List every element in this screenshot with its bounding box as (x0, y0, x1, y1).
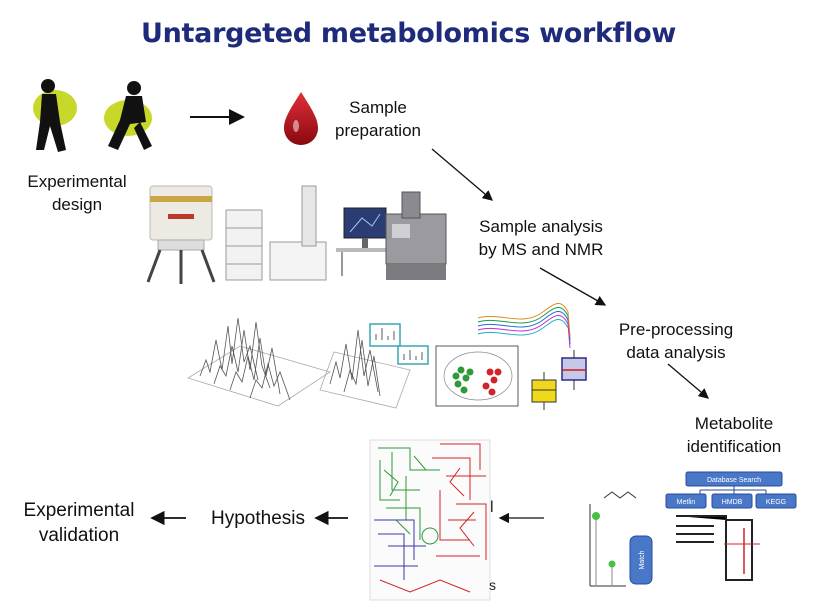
step-line: design (51, 195, 103, 214)
blood-drop-icon (284, 92, 318, 145)
people-illustration (33, 79, 152, 152)
spectra-illustration (187, 317, 429, 409)
step-line: Metabolite (694, 414, 774, 433)
step-metabolite-identification: Metabolite identification (664, 412, 804, 458)
step-line: preparation (334, 121, 421, 140)
step-line: Pre-processing (618, 320, 734, 339)
step-experimental-design: Experimental design (22, 170, 132, 216)
step-hypothesis: Hypothesis (211, 508, 305, 529)
step-sample-preparation: Sample preparation (318, 96, 438, 142)
database-search-label: Database Search (707, 477, 761, 484)
match-label: Match (639, 550, 646, 569)
pca-scatter-illustration (435, 345, 519, 407)
step-line: data analysis (626, 343, 726, 362)
instruments-illustration (146, 185, 447, 284)
boxplot-illustration (531, 350, 587, 410)
page-title: Untargeted metabolomics workflow (141, 18, 676, 49)
step-sample-analysis: Sample analysis by MS and NMR (456, 215, 626, 261)
step-preprocessing: Pre-processing data analysis (596, 318, 756, 364)
step-line: Experimental (27, 172, 127, 191)
database-search-illustration (665, 471, 797, 581)
database-source-label: Metlin (677, 499, 696, 506)
database-source-label: HMDB (722, 499, 743, 506)
ms-match-illustration (589, 491, 653, 587)
side-letter: s (489, 577, 496, 593)
side-letter: l (490, 499, 494, 516)
step-line: Sample (349, 98, 407, 117)
pathway-map-illustration (369, 439, 491, 601)
database-source-label: KEGG (766, 499, 786, 506)
step-line: Sample analysis (479, 217, 603, 236)
profile-chart-illustration (477, 302, 571, 349)
step-line: validation (38, 525, 120, 546)
step-line: by MS and NMR (478, 240, 604, 259)
step-line: identification (686, 437, 782, 456)
step-experimental-validation: Experimental validation (6, 498, 152, 548)
step-line: Experimental (23, 500, 135, 521)
